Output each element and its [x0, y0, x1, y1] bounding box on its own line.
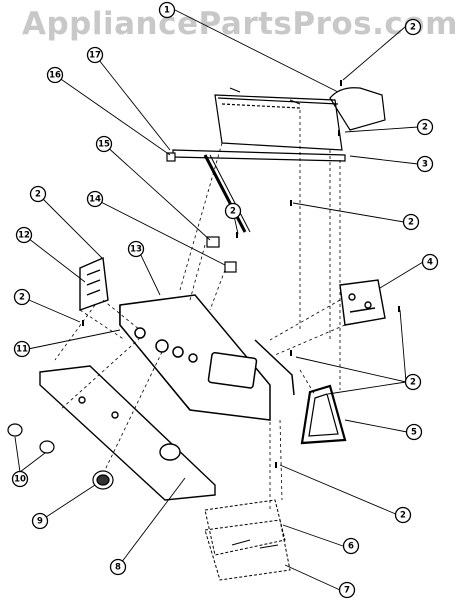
callout-circle	[394, 506, 412, 524]
callout-circle	[158, 1, 176, 19]
callout-c2g: 2	[29, 185, 47, 203]
callout-circle	[15, 226, 33, 244]
callout-circle	[404, 373, 422, 391]
callout-c14: 14	[86, 190, 104, 208]
part-console-panel	[119, 294, 295, 421]
callout-label: 9	[37, 517, 43, 527]
callout-circle	[46, 66, 64, 84]
leader-lines	[14, 9, 424, 591]
callout-label: 2	[35, 190, 41, 200]
callout-c10: 10	[11, 470, 29, 488]
callout-label: 8	[115, 563, 121, 573]
callout-circle	[416, 155, 434, 173]
callout-circle	[95, 135, 113, 153]
callout-label: 3	[422, 160, 428, 170]
callout-c4: 4	[421, 253, 439, 271]
callout-label: 15	[98, 140, 110, 150]
callout-label: 2	[410, 378, 416, 388]
callout-label: 2	[410, 23, 416, 33]
callout-label: 4	[427, 258, 433, 268]
part-bottom-bracket	[204, 499, 291, 581]
callout-c5: 5	[405, 423, 423, 441]
callout-label: 14	[89, 195, 101, 205]
callout-circle	[31, 512, 49, 530]
callout-c1: 1	[158, 1, 176, 19]
callout-c11: 11	[13, 340, 31, 358]
callout-c2h: 2	[224, 202, 242, 220]
callout-label: 12	[18, 231, 30, 241]
callout-circle	[86, 46, 104, 64]
callout-label: 5	[411, 428, 417, 438]
callout-c6: 6	[342, 537, 360, 555]
callout-circle	[29, 185, 47, 203]
callout-c12: 12	[15, 226, 33, 244]
callout-circle	[405, 423, 423, 441]
callout-c2b: 2	[416, 118, 434, 136]
callout-c15: 15	[95, 135, 113, 153]
callout-label: 17	[89, 51, 101, 61]
part-left-bracket	[79, 256, 109, 311]
callout-label: 2	[400, 511, 406, 521]
callout-circle	[127, 240, 145, 258]
callout-circle	[402, 213, 420, 231]
callout-c2e: 2	[394, 506, 412, 524]
callout-circle	[416, 118, 434, 136]
alignment-lines	[54, 110, 346, 510]
callout-circle	[224, 202, 242, 220]
callout-label: 2	[422, 123, 428, 133]
callout-label: 2	[408, 218, 414, 228]
callout-circle	[86, 190, 104, 208]
watermark-text: AppliancePartsPros.com	[22, 6, 458, 42]
callout-circle	[342, 537, 360, 555]
callout-circle	[13, 340, 31, 358]
part-top-trim	[214, 87, 343, 151]
callout-c9: 9	[31, 512, 49, 530]
screws	[82, 80, 400, 468]
callout-c13: 13	[127, 240, 145, 258]
part-control-board	[339, 279, 386, 326]
part-main-knob	[92, 470, 114, 490]
callout-c7: 7	[338, 581, 356, 599]
part-clips	[166, 152, 237, 273]
callout-label: 1	[164, 6, 170, 16]
part-small-knobs	[7, 423, 55, 454]
callout-c3: 3	[416, 155, 434, 173]
part-right-end-cap	[300, 384, 347, 445]
callout-c2d: 2	[404, 373, 422, 391]
callout-label: 13	[130, 245, 142, 255]
part-front-overlay	[39, 365, 216, 501]
part-end-cap	[329, 87, 386, 131]
callout-c17: 17	[86, 46, 104, 64]
callout-circle	[109, 558, 127, 576]
callout-label: 6	[348, 542, 354, 552]
callout-label: 11	[16, 345, 28, 355]
callout-label: 2	[19, 293, 25, 303]
callout-c2c: 2	[402, 213, 420, 231]
callout-circle	[338, 581, 356, 599]
callout-circle	[13, 288, 31, 306]
callout-circle	[11, 470, 29, 488]
callout-c8: 8	[109, 558, 127, 576]
callout-label: 10	[14, 475, 26, 485]
callout-label: 2	[230, 207, 236, 217]
callout-label: 16	[49, 71, 61, 81]
part-support-bar	[172, 149, 346, 233]
callout-circle	[404, 18, 422, 36]
callout-label: 7	[344, 586, 350, 596]
callout-c2f: 2	[13, 288, 31, 306]
callout-c16: 16	[46, 66, 64, 84]
callout-c2a: 2	[404, 18, 422, 36]
callout-circle	[421, 253, 439, 271]
